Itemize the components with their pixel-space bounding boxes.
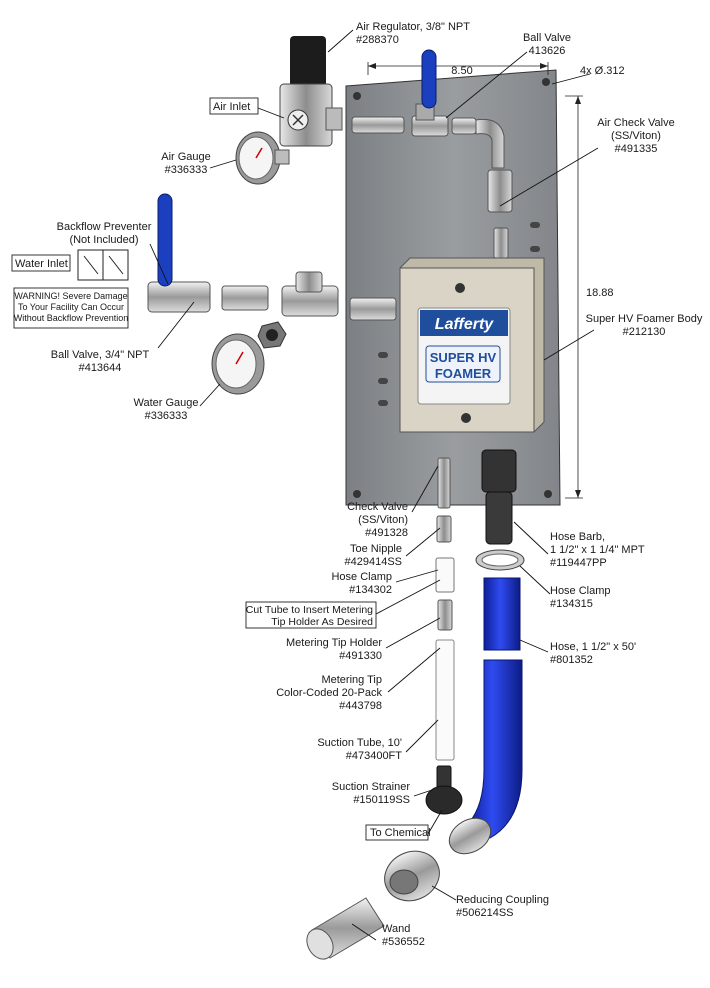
product-name-line1: SUPER HV — [430, 350, 497, 365]
ball-valve-air — [415, 49, 437, 121]
toe-nipple-label: Toe Nipple#429414SS — [345, 543, 403, 568]
air-regulator-label: Air Regulator, 3/8" NPT#288370 — [356, 21, 470, 46]
air-regulator — [279, 36, 343, 147]
water-gauge-label: Water Gauge#336333 — [133, 397, 198, 422]
height-dimension-label: 18.88 — [586, 287, 614, 299]
width-dimension — [367, 62, 549, 75]
air-gauge — [235, 131, 290, 185]
water-gauge — [211, 333, 265, 395]
hose-clamp-large-label: Hose Clamp#134315 — [550, 585, 611, 610]
ball-valve-bottom-label: Ball Valve, 3/4" NPT#413644 — [51, 349, 150, 374]
reducing-coupling — [384, 850, 440, 902]
leader-lines — [149, 29, 599, 941]
wand — [306, 897, 385, 960]
hose — [467, 577, 523, 839]
to-chemical-label: To Chemical — [370, 827, 431, 839]
height-dimension — [565, 95, 583, 499]
hose-fitting-bottom — [448, 817, 492, 855]
backflow-preventer-icon — [77, 249, 129, 281]
foamer-body-label: Super HV Foamer Body#212130 — [586, 313, 703, 338]
water-inlet-label: Water Inlet — [15, 258, 68, 270]
hose-clamp-small-label: Hose Clamp#134302 — [331, 571, 392, 596]
air-line — [351, 115, 513, 259]
suction-assembly — [425, 457, 463, 815]
air-check-valve-label: Air Check Valve(SS/Viton)#491335 — [597, 117, 674, 155]
foamer-body: Lafferty SUPER HV FOAMER — [399, 257, 545, 433]
water-line — [147, 193, 397, 349]
brand-logo: Lafferty — [435, 316, 494, 333]
air-inlet-label: Air Inlet — [213, 101, 250, 113]
metering-tip-holder-label: Metering Tip Holder#491330 — [286, 637, 382, 662]
reducing-coupling-label: Reducing Coupling#506214SS — [456, 894, 549, 919]
hose-barb — [481, 449, 517, 545]
backflow-preventer-label: Backflow Preventer(Not Included) — [57, 221, 152, 246]
air-gauge-label: Air Gauge#336333 — [161, 151, 211, 176]
hose-label: Hose, 1 1/2" x 50'#801352 — [550, 641, 636, 666]
hose-barb-label: Hose Barb,1 1/2" x 1 1/4" MPT#119447PP — [550, 531, 645, 569]
suction-tube-label: Suction Tube, 10'#473400FT — [317, 737, 402, 762]
width-dimension-label: 8.50 — [451, 65, 472, 77]
wand-label: Wand#536552 — [382, 923, 425, 948]
check-valve-label: Check Valve(SS/Viton)#491328 — [347, 501, 408, 539]
hose-clamp-large — [475, 549, 525, 571]
hole-spec-label: 4x Ø.312 — [580, 65, 625, 77]
product-name-line2: FOAMER — [435, 366, 492, 381]
suction-strainer-label: Suction Strainer#150119SS — [332, 781, 411, 806]
